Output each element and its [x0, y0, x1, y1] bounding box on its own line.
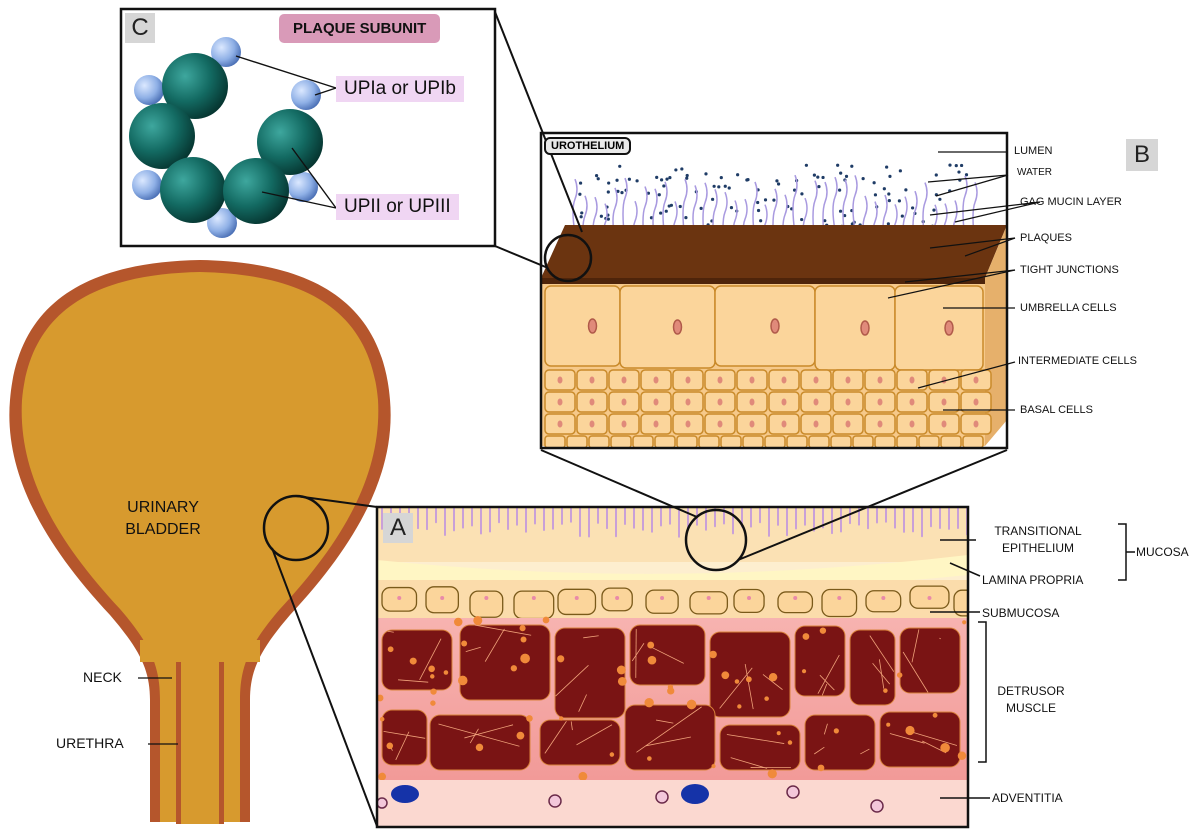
bladder-title-line2: BLADDER	[108, 519, 218, 541]
label-plaques: PLAQUES	[1020, 232, 1072, 244]
label-transitional-line2: EPITHELIUM	[978, 540, 1098, 557]
label-umbrella-cells: UMBRELLA CELLS	[1020, 302, 1117, 314]
label-basal-cells: BASAL CELLS	[1020, 404, 1093, 416]
label-upii-upiii: UPII or UPIII	[336, 194, 459, 220]
label-detrusor-line1: DETRUSOR	[992, 683, 1070, 700]
label-gag-mucin: GAG MUCIN LAYER	[1020, 196, 1122, 208]
label-transitional-line1: TRANSITIONAL	[978, 523, 1098, 540]
label-upia-upib: UPIa or UPIb	[336, 76, 464, 102]
label-neck: NECK	[83, 669, 122, 685]
panel-b-tissue	[541, 133, 1007, 448]
label-adventitia: ADVENTITIA	[992, 791, 1063, 805]
bladder-title: URINARY BLADDER	[108, 497, 218, 541]
label-intermediate-cells: INTERMEDIATE CELLS	[1018, 355, 1137, 367]
panel-c-title: PLAQUE SUBUNIT	[279, 14, 440, 43]
label-mucosa: MUCOSA	[1136, 545, 1189, 559]
label-lamina-propria: LAMINA PROPRIA	[982, 573, 1083, 587]
label-water: WATER	[1017, 167, 1052, 178]
panel-c-letter: C	[125, 13, 155, 43]
label-submucosa: SUBMUCOSA	[982, 606, 1059, 620]
label-detrusor-line2: MUSCLE	[992, 700, 1070, 717]
label-tight-junctions: TIGHT JUNCTIONS	[1020, 264, 1119, 276]
panel-a-tissue	[377, 507, 986, 830]
panel-b-title: UROTHELIUM	[544, 137, 631, 155]
panel-b-letter: B	[1126, 139, 1158, 171]
label-transitional-epithelium: TRANSITIONAL EPITHELIUM	[978, 523, 1098, 557]
label-lumen: LUMEN	[1014, 145, 1053, 157]
panel-a-letter: A	[383, 513, 413, 543]
label-urethra: URETHRA	[56, 735, 124, 751]
bladder-title-line1: URINARY	[108, 497, 218, 519]
label-detrusor-muscle: DETRUSOR MUSCLE	[992, 683, 1070, 717]
